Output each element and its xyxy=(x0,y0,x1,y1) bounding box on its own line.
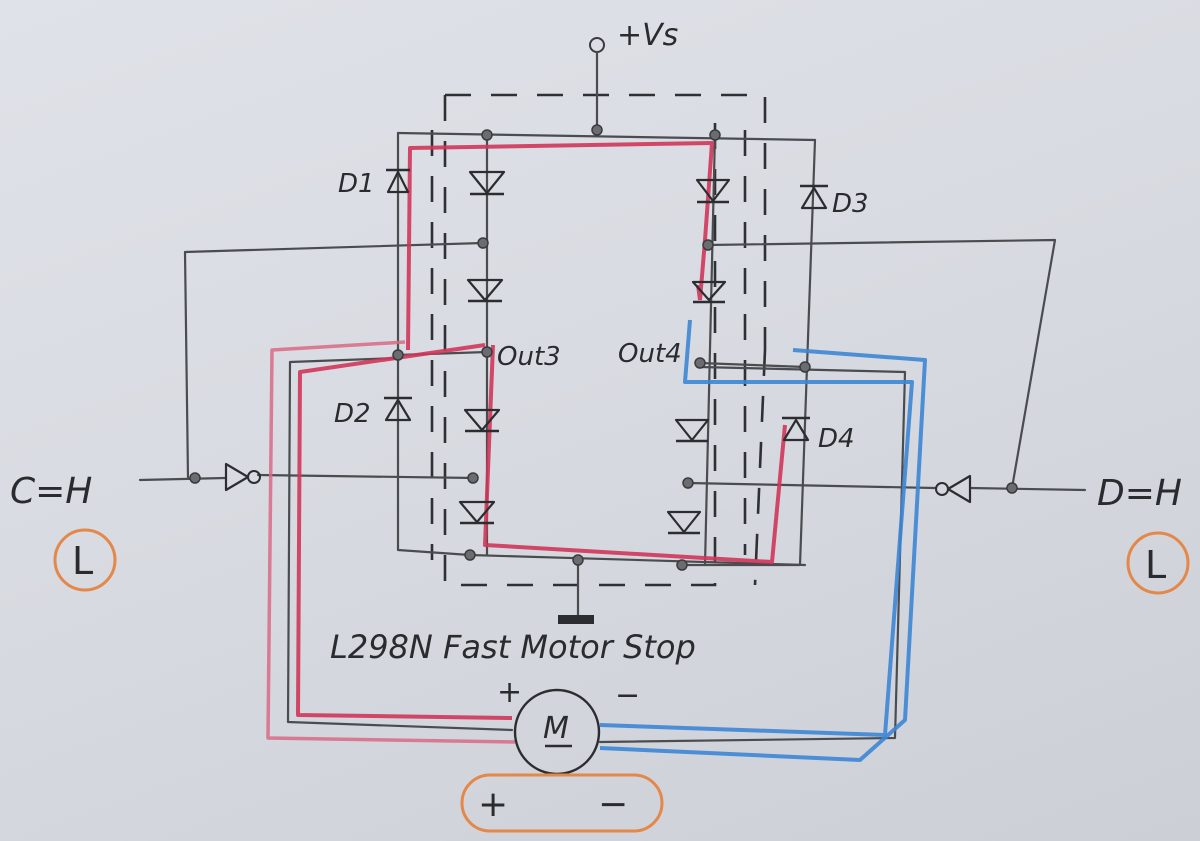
c-alt-label: L xyxy=(72,539,93,583)
alt-minus-label: − xyxy=(598,784,628,825)
d3-label: D3 xyxy=(832,189,869,219)
switch-left-1 xyxy=(468,170,506,196)
d-alt-ring xyxy=(1126,531,1190,595)
ic-outline-left xyxy=(443,93,767,587)
c-alt-ring xyxy=(53,528,117,592)
vs-terminal xyxy=(589,37,605,53)
junction-dots xyxy=(189,124,1018,571)
vs-label: +Vs xyxy=(617,18,678,53)
blue-outer-path xyxy=(599,348,927,762)
right-transistor-column xyxy=(703,131,717,567)
switch-left-2 xyxy=(466,278,504,303)
switch-left-3 xyxy=(463,408,501,433)
d-control-lower xyxy=(686,481,1087,492)
ic-outline-inner xyxy=(430,130,747,560)
motor-minus-label: − xyxy=(615,678,640,713)
out4-link xyxy=(698,361,807,369)
left-diode-column xyxy=(396,131,472,557)
diode-d1 xyxy=(386,168,410,194)
d4-label: D4 xyxy=(818,424,855,454)
d-alt-label: L xyxy=(1145,543,1166,587)
pink-motor-path xyxy=(266,340,516,744)
diode-d3 xyxy=(800,184,828,210)
motor-left-wire xyxy=(286,356,514,732)
top-rail xyxy=(396,131,817,142)
blue-motor-path xyxy=(599,319,914,737)
d-control-upper xyxy=(706,238,1057,490)
bottom-rail xyxy=(468,553,807,567)
red-current-path xyxy=(406,141,714,351)
c-control-upper xyxy=(183,241,485,480)
switch-right-4 xyxy=(666,510,702,535)
out4-label: Out4 xyxy=(618,339,682,369)
c-control-lower xyxy=(138,473,477,482)
input-c-label: C=H xyxy=(10,471,92,512)
inverter-d xyxy=(935,474,972,504)
ground-symbol xyxy=(558,615,594,624)
input-d-label: D=H xyxy=(1097,473,1182,514)
diode-d2 xyxy=(384,396,412,422)
motor-plus-label: + xyxy=(497,675,522,710)
switch-right-3 xyxy=(674,418,710,443)
out3-label: Out3 xyxy=(497,342,561,372)
inverter-c xyxy=(224,462,261,492)
alt-plus-label: + xyxy=(478,784,508,825)
right-diode-column xyxy=(678,138,817,567)
d1-label: D1 xyxy=(338,169,375,199)
diagram-title: L298N Fast Motor Stop xyxy=(330,628,696,666)
switch-right-2 xyxy=(691,280,727,304)
diode-d4 xyxy=(782,416,810,442)
motor-label: M xyxy=(543,711,569,746)
switch-left-4 xyxy=(458,500,496,525)
d2-label: D2 xyxy=(334,399,371,429)
switch-right-1 xyxy=(695,178,731,204)
motor-alt-capsule xyxy=(460,773,664,833)
red-lower-path xyxy=(483,344,787,564)
red-motor-path xyxy=(296,343,513,720)
